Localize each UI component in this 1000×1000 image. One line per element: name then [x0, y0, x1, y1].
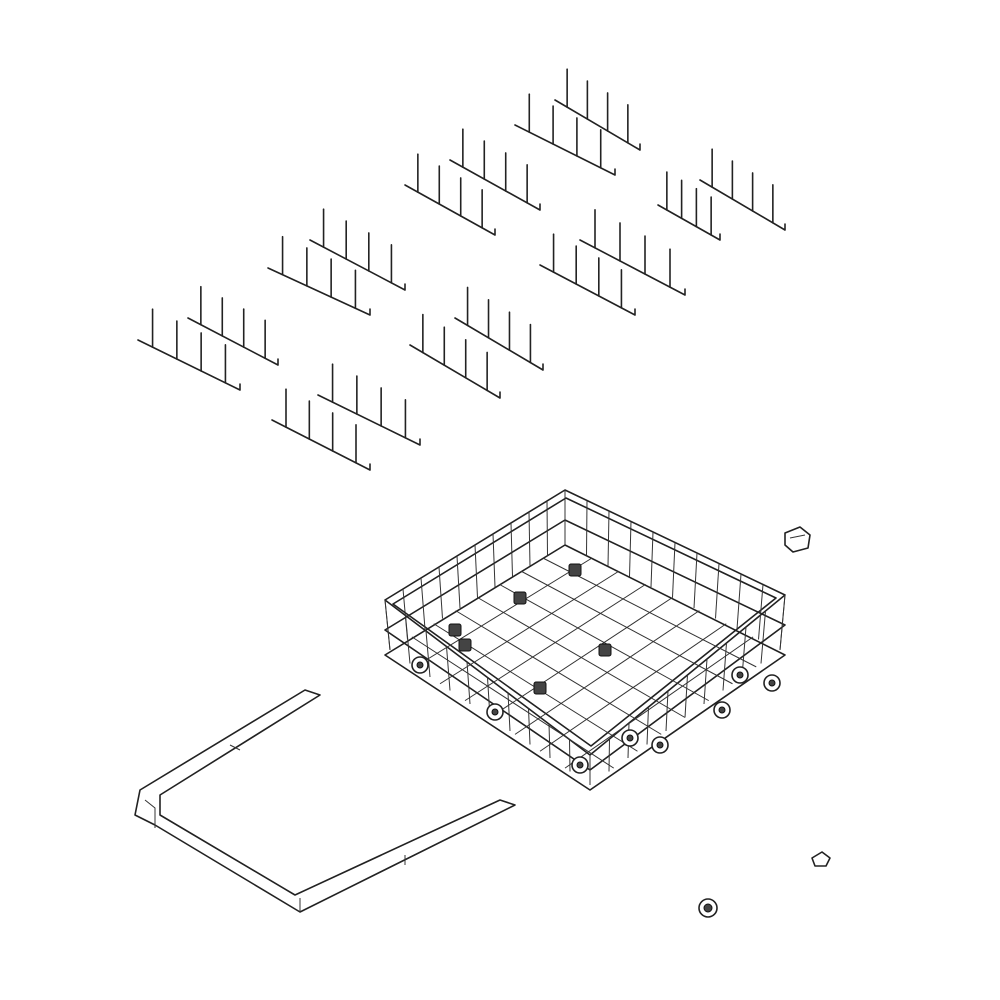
loose-clip-small	[811, 851, 831, 867]
bumper-frame	[134, 689, 516, 913]
side-wire	[608, 738, 610, 772]
tine-clip	[513, 591, 527, 605]
grid-wire	[564, 636, 754, 769]
wheel-hub	[491, 708, 499, 716]
side-wire	[760, 610, 766, 664]
tine-rod	[554, 99, 641, 151]
tine-rod	[449, 159, 541, 211]
grid-wire	[489, 597, 673, 718]
tine-clip	[448, 623, 462, 637]
tine-rod	[137, 339, 241, 391]
tine-clip	[568, 563, 582, 577]
tine-rod	[579, 239, 686, 296]
wheel-hub	[576, 761, 584, 769]
side-wire	[672, 542, 676, 598]
side-wire	[507, 692, 511, 732]
side-wire	[629, 521, 632, 577]
side-wire	[569, 739, 571, 772]
rack-mid-rim	[384, 519, 786, 771]
tine-row	[409, 286, 544, 399]
wheel-hub	[718, 706, 726, 714]
side-wire	[425, 630, 431, 678]
side-wire	[384, 599, 391, 651]
tine-row	[539, 209, 686, 316]
side-wire	[492, 533, 496, 588]
rack-top-rim-inner	[392, 497, 777, 747]
side-wire	[693, 552, 698, 609]
tine-row	[514, 68, 641, 176]
side-wire	[586, 500, 588, 556]
tine-row	[267, 208, 406, 316]
side-wire	[446, 646, 451, 691]
side-wire	[607, 510, 610, 567]
side-wire	[456, 555, 461, 609]
tine-row	[404, 128, 541, 236]
bumper-frame-edges	[144, 744, 406, 912]
wheel-hub	[416, 661, 424, 669]
tine-rod	[317, 394, 421, 446]
side-wire	[715, 563, 720, 619]
tine-rod	[267, 267, 371, 316]
side-wire	[466, 661, 471, 705]
side-wire	[722, 642, 727, 691]
grid-wire	[539, 623, 727, 752]
side-wire	[420, 577, 426, 630]
wheel-hub	[768, 679, 776, 687]
side-wire	[548, 723, 551, 759]
tine-rod	[309, 239, 406, 291]
bumper-frame-top	[134, 689, 516, 913]
rack-bottom-rim	[384, 544, 786, 791]
side-wire	[546, 500, 548, 556]
rack-wheels	[411, 563, 781, 774]
tine-clip	[533, 681, 547, 695]
side-wire	[528, 511, 531, 567]
tine-rod	[409, 344, 501, 399]
tine-row	[657, 148, 786, 241]
loose-wheel	[698, 898, 718, 918]
side-wire	[779, 594, 786, 651]
tine-rod	[187, 317, 279, 366]
tine-rod	[657, 204, 721, 241]
wheel-hub	[736, 671, 744, 679]
side-wire	[703, 658, 708, 705]
side-wire	[665, 690, 669, 732]
grid-wire	[521, 570, 733, 685]
side-wire	[510, 522, 513, 577]
tine-clip	[458, 638, 472, 652]
grid-wire	[499, 583, 709, 702]
side-wire	[528, 708, 531, 745]
wheel-hub	[626, 734, 634, 742]
side-wire	[646, 706, 649, 745]
tine-rod	[404, 184, 496, 236]
tine-row	[271, 363, 421, 471]
side-wire	[650, 531, 654, 588]
wheel-hub	[656, 741, 664, 749]
tine-clip	[598, 643, 612, 657]
side-wire	[438, 566, 443, 619]
tine-row	[137, 285, 279, 391]
tine-rod	[454, 317, 544, 371]
tine-rod	[699, 179, 786, 231]
tine-rod	[514, 124, 616, 176]
tine-rod	[539, 264, 636, 316]
side-wire	[736, 573, 742, 630]
tine-rod	[271, 419, 371, 471]
side-wire	[402, 588, 408, 640]
tine-rows	[137, 68, 786, 471]
side-wire	[474, 544, 478, 598]
grid-wire	[514, 610, 700, 735]
side-wire	[684, 674, 688, 718]
loose-clip-top	[784, 526, 811, 553]
lower-dish-rack	[384, 489, 786, 791]
side-wire	[758, 584, 764, 640]
